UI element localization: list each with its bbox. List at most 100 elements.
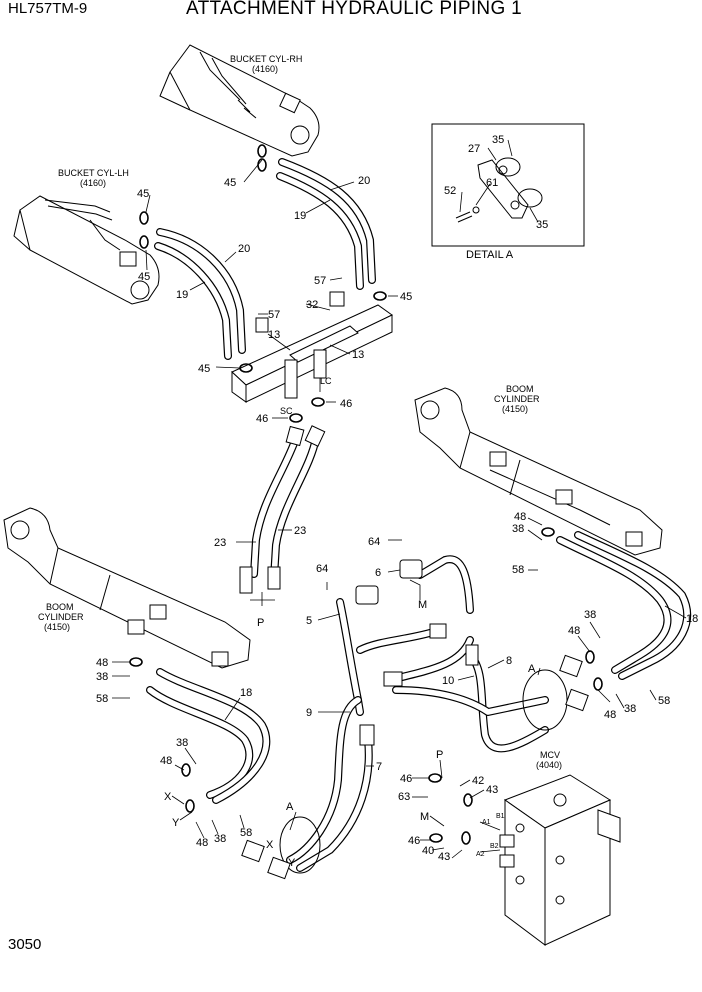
label-bucket-cyl-lh-2: (4160)	[80, 178, 106, 188]
label-bucket-cyl-lh-1: BUCKET CYL-LH	[58, 168, 129, 178]
callout: 42	[472, 775, 484, 787]
callout: A1	[482, 819, 491, 826]
callout: P	[257, 617, 264, 629]
pipe-pair-18-right	[556, 531, 691, 680]
label-boom-right-1: BOOM	[506, 384, 534, 394]
callout: 48	[160, 755, 172, 767]
callout: 23	[214, 537, 226, 549]
callout: A	[528, 663, 536, 675]
callout: 64	[316, 563, 328, 575]
callout: 18	[686, 613, 698, 625]
callout: 63	[398, 791, 410, 803]
callout: 32	[306, 299, 318, 311]
line-pipes-center	[286, 555, 549, 872]
detail-a-box	[431, 123, 585, 247]
callout: 48	[568, 625, 580, 637]
callout: 6	[375, 567, 381, 579]
callout: 18	[240, 687, 252, 699]
callout: 58	[512, 564, 524, 576]
callout: Y	[288, 857, 296, 869]
o-rings	[129, 144, 603, 845]
callout: 45	[224, 177, 236, 189]
callout: X	[266, 839, 274, 851]
callout: 45	[138, 271, 150, 283]
callout: M	[418, 599, 427, 611]
label-mcv-1: MCV	[540, 750, 560, 760]
component-labels: BUCKET CYL-RH (4160) BUCKET CYL-LH (4160…	[38, 54, 562, 770]
label-mcv-2: (4040)	[536, 760, 562, 770]
callout: 43	[438, 851, 450, 863]
callout: 43	[486, 784, 498, 796]
callout: 58	[240, 827, 252, 839]
callout: 48	[514, 511, 526, 523]
callout: 61	[486, 177, 498, 189]
callout: 48	[196, 837, 208, 849]
callout: 38	[624, 703, 636, 715]
callout: 38	[176, 737, 188, 749]
boom-cylinder-left	[3, 507, 251, 669]
callout: 46	[408, 835, 420, 847]
label-bucket-cyl-rh-2: (4160)	[252, 64, 278, 74]
callout: 38	[512, 523, 524, 535]
label-bucket-cyl-rh-1: BUCKET CYL-RH	[230, 54, 302, 64]
callout: 58	[658, 695, 670, 707]
callout: 38	[96, 671, 108, 683]
callout: 9	[306, 707, 312, 719]
callout: 57	[314, 275, 326, 287]
callout: 8	[506, 655, 512, 667]
label-boom-right-3: (4150)	[502, 404, 528, 414]
callout: 20	[358, 175, 370, 187]
page-title: ATTACHMENT HYDRAULIC PIPING 1	[186, 0, 522, 19]
callout: 7	[376, 761, 382, 773]
callout: 46	[340, 398, 352, 410]
pipe-pair-23	[239, 425, 326, 594]
callout: 38	[584, 609, 596, 621]
pipe-pair-19-20-rh	[276, 158, 376, 290]
bucket-cylinder-rh	[159, 44, 320, 157]
callout: 35	[492, 134, 504, 146]
callout: 40	[422, 845, 434, 857]
callout: M	[420, 811, 429, 823]
pipe-pair-19-20-lh	[154, 228, 246, 360]
callout: LC	[320, 376, 332, 386]
callout: 64	[368, 536, 380, 548]
callout: B2	[490, 843, 499, 850]
callout: 46	[256, 413, 268, 425]
callout: A2	[476, 851, 485, 858]
callout: 45	[400, 291, 412, 303]
callout: 45	[198, 363, 210, 375]
callout: X	[164, 791, 172, 803]
callout: 48	[96, 657, 108, 669]
page-number: 3050	[8, 936, 42, 953]
manifold-block	[231, 291, 393, 403]
pipe-pair-18-left	[146, 668, 271, 804]
connector-flanges	[241, 654, 589, 880]
model-code: HL757TM-9	[8, 0, 88, 17]
callout: 52	[444, 185, 456, 197]
callout: 19	[176, 289, 188, 301]
callout: SC	[280, 406, 293, 416]
callout: 58	[96, 693, 108, 705]
label-detail-a: DETAIL A	[466, 249, 514, 261]
callout: 48	[604, 709, 616, 721]
mcv-valve	[499, 774, 621, 946]
part-callouts: 45 45 20 19 45 45 20 19 57 45 32 57 13 1…	[96, 134, 698, 869]
callout: 27	[468, 143, 480, 155]
callout: 23	[294, 525, 306, 537]
callout: B1	[496, 813, 505, 820]
label-boom-left-2: CYLINDER	[38, 612, 84, 622]
callout: 10	[442, 675, 454, 687]
callout: A	[286, 801, 294, 813]
label-boom-left-1: BOOM	[46, 602, 74, 612]
label-boom-left-3: (4150)	[44, 622, 70, 632]
callout: 13	[268, 329, 280, 341]
callout: P	[436, 749, 443, 761]
callout: 13	[352, 349, 364, 361]
callout: Y	[172, 817, 180, 829]
label-boom-right-2: CYLINDER	[494, 394, 540, 404]
callout: 57	[268, 309, 280, 321]
callout: 46	[400, 773, 412, 785]
callout: 5	[306, 615, 312, 627]
callout: 38	[214, 833, 226, 845]
